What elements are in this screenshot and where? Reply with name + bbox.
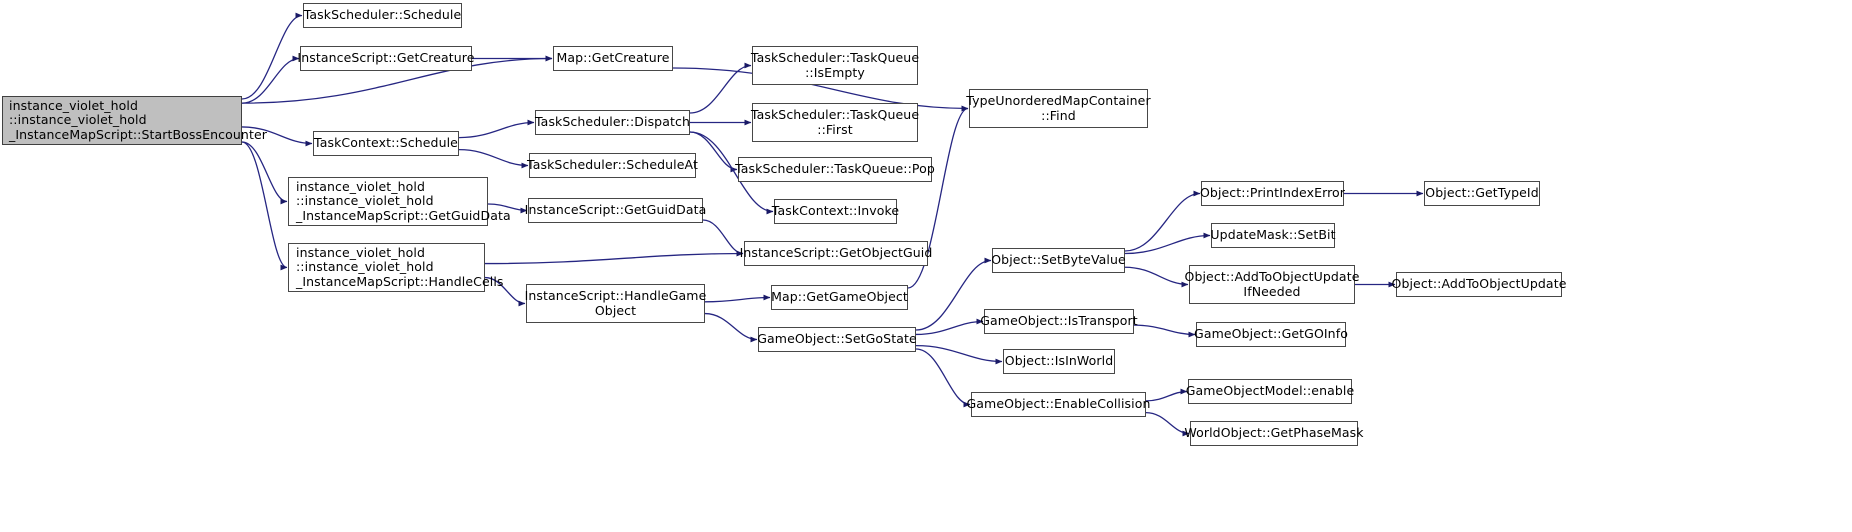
graph-edge: [689, 62, 752, 114]
graph-edge: [1124, 266, 1189, 288]
graph-edge: [241, 55, 300, 104]
graph-node[interactable]: TypeUnorderedMapContainer ::Find: [966, 89, 1151, 128]
graph-node[interactable]: TaskContext::Invoke: [772, 199, 899, 224]
graph-node[interactable]: Object::IsInWorld: [1003, 349, 1115, 374]
graph-node[interactable]: instance_violet_hold ::instance_violet_h…: [288, 243, 503, 292]
graph-node[interactable]: Object::AddToObjectUpdate IfNeeded: [1185, 265, 1359, 304]
graph-node[interactable]: InstanceScript::GetObjectGuid: [740, 241, 932, 266]
graph-node[interactable]: InstanceScript::GetGuidData: [525, 198, 706, 223]
graph-edge: [915, 348, 971, 408]
graph-edge: [241, 141, 288, 205]
graph-edge: [704, 312, 758, 343]
graph-node[interactable]: Object::GetTypeId: [1424, 181, 1540, 206]
graph-edge: [704, 294, 771, 303]
graph-node[interactable]: TaskContext::Schedule: [313, 131, 459, 156]
graph-edge: [1145, 388, 1188, 402]
graph-node[interactable]: TaskScheduler::TaskQueue::Pop: [735, 157, 935, 182]
graph-node[interactable]: TaskScheduler::TaskQueue ::First: [751, 103, 919, 142]
graph-node[interactable]: TaskScheduler::TaskQueue ::IsEmpty: [751, 46, 919, 85]
graph-node[interactable]: WorldObject::GetPhaseMask: [1184, 421, 1364, 446]
graph-edge: [458, 119, 535, 139]
graph-node[interactable]: InstanceScript::HandleGame Object: [525, 284, 706, 323]
graph-edge: [1145, 411, 1190, 437]
graph-node[interactable]: Map::GetCreature: [553, 46, 673, 71]
graph-node[interactable]: InstanceScript::GetCreature: [297, 46, 474, 71]
graph-edge: [915, 318, 984, 336]
graph-node[interactable]: GameObjectModel::enable: [1186, 379, 1354, 404]
graph-edge: [241, 12, 303, 100]
graph-node[interactable]: Object::AddToObjectUpdate: [1392, 272, 1566, 297]
graph-node-root[interactable]: instance_violet_hold ::instance_violet_h…: [2, 96, 267, 145]
graph-node[interactable]: instance_violet_hold ::instance_violet_h…: [288, 177, 511, 226]
graph-node[interactable]: GameObject::IsTransport: [980, 309, 1138, 334]
graph-node[interactable]: TaskScheduler::Dispatch: [535, 110, 690, 135]
graph-edge: [458, 149, 529, 169]
graph-node[interactable]: Object::PrintIndexError: [1200, 181, 1345, 206]
graph-node[interactable]: UpdateMask::SetBit: [1210, 223, 1335, 248]
graph-node[interactable]: Object::SetByteValue: [991, 248, 1126, 273]
graph-node[interactable]: TaskScheduler::ScheduleAt: [527, 153, 698, 178]
graph-edge: [484, 250, 744, 265]
graph-node[interactable]: GameObject::SetGoState: [757, 327, 917, 352]
graph-node[interactable]: GameObject::EnableCollision: [967, 392, 1150, 417]
graph-edge: [702, 219, 744, 257]
graph-node[interactable]: TaskScheduler::Schedule: [303, 3, 462, 28]
graph-edge: [915, 345, 1003, 365]
graph-edge: [1124, 190, 1201, 252]
graph-node[interactable]: Map::GetGameObject: [771, 285, 908, 310]
graph-edge: [1133, 324, 1196, 338]
graph-edge: [1124, 232, 1211, 255]
graph-node[interactable]: GameObject::GetGOInfo: [1194, 322, 1348, 347]
graph-edge: [241, 141, 288, 271]
